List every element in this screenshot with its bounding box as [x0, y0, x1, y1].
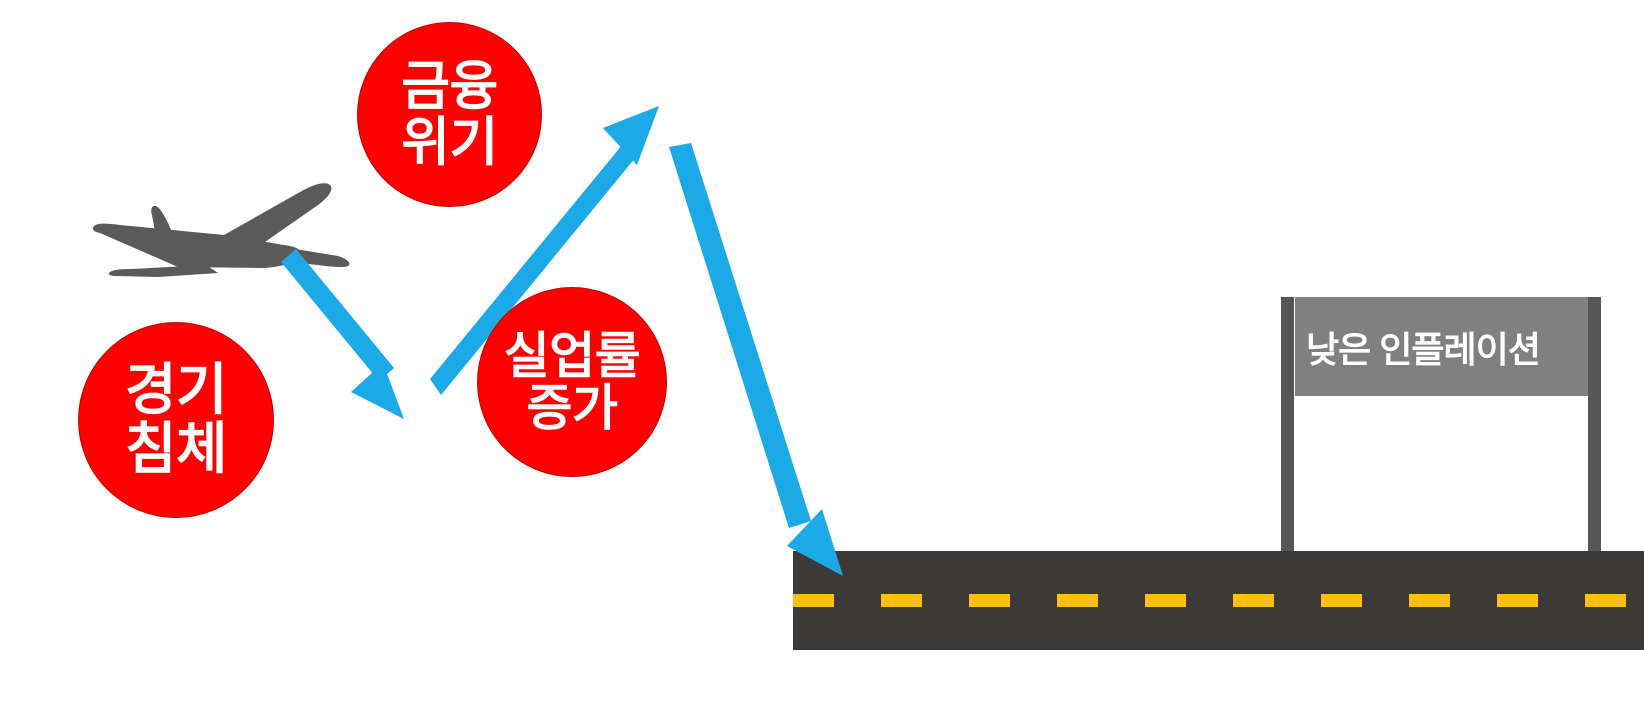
- road-dash: [969, 594, 1010, 607]
- road-dash: [881, 594, 922, 607]
- road-dash: [1145, 594, 1186, 607]
- bubble-unemployment[interactable]: 실업률 증가: [477, 287, 667, 477]
- road-dash: [1409, 594, 1450, 607]
- road-dash-group: [793, 594, 1644, 607]
- road-dash: [793, 594, 834, 607]
- bubble-recession-line-2: 침체: [124, 417, 228, 480]
- bubble-financial-crisis-line-2: 위기: [401, 112, 498, 172]
- bubble-financial-crisis-line-1: 금융: [401, 56, 498, 116]
- bubble-financial-crisis[interactable]: 금융 위기: [357, 22, 542, 207]
- sign-post-right: [1588, 297, 1601, 551]
- billboard-sign[interactable]: 낮은 인플레이션: [1281, 297, 1644, 551]
- road-dash: [1497, 594, 1538, 607]
- airplane-takeoff-icon: [28, 163, 368, 285]
- road-dash: [1585, 594, 1626, 607]
- road-dash: [1321, 594, 1362, 607]
- road-dash: [1233, 594, 1274, 607]
- bubble-unemployment-line-1: 실업률: [503, 327, 641, 384]
- sign-panel: 낮은 인플레이션: [1295, 297, 1588, 548]
- road-dash: [1057, 594, 1098, 607]
- road: [793, 551, 1644, 650]
- bubble-recession[interactable]: 경기 침체: [78, 322, 274, 518]
- sign-header-label: 낮은 인플레이션: [1306, 328, 1541, 370]
- arrow-down-right-2: [669, 143, 843, 576]
- bubble-recession-line-1: 경기: [124, 358, 228, 422]
- sign-header: 낮은 인플레이션: [1295, 297, 1588, 396]
- bubble-unemployment-line-2: 증가: [526, 380, 619, 436]
- sign-post-left: [1281, 297, 1294, 551]
